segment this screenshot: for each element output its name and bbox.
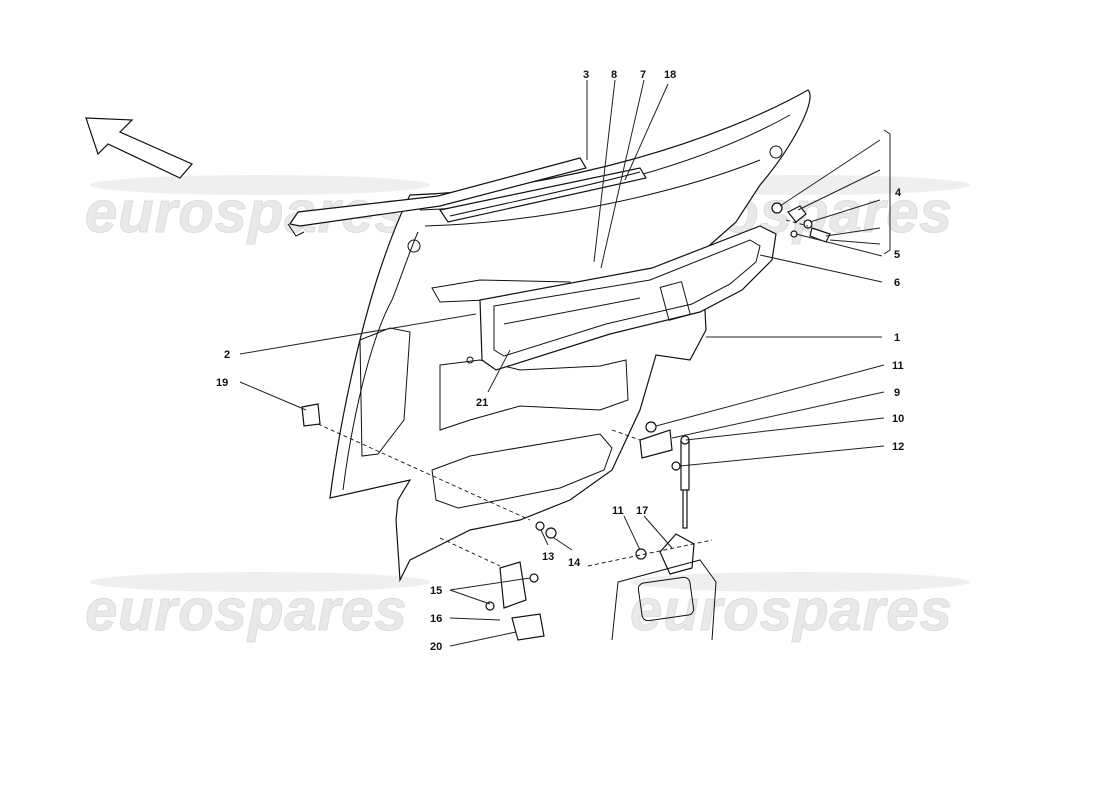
watermark-bottom-right: eurospares: [630, 578, 953, 643]
callout-11-lower: 11: [612, 505, 624, 517]
latch-assembly: [771, 202, 831, 243]
callout-14: 14: [568, 557, 581, 569]
callout-3: 3: [583, 69, 589, 81]
callout-20: 20: [430, 641, 442, 653]
gas-strut: [639, 421, 690, 529]
bracket-4: [883, 129, 891, 255]
callout-6: 6: [894, 277, 900, 289]
callout-labels: 3 8 7 18 4 5 6 1 2 19 11 9 10 12 21 13 1…: [216, 69, 904, 653]
callout-17: 17: [636, 505, 648, 517]
direction-arrow-icon: [85, 117, 193, 179]
callout-11-upper: 11: [892, 360, 904, 372]
inner-trim-frame: [479, 225, 777, 371]
callout-18: 18: [664, 69, 676, 81]
callout-16: 16: [430, 613, 442, 625]
callout-4: 4: [895, 187, 902, 199]
callout-8: 8: [611, 69, 617, 81]
callout-12: 12: [892, 441, 904, 453]
callout-19: 19: [216, 377, 228, 389]
callout-13: 13: [542, 551, 554, 563]
callout-15: 15: [430, 585, 442, 597]
callout-21: 21: [476, 397, 488, 409]
top-strips: [287, 157, 647, 237]
assembly-lines: [317, 219, 809, 567]
watermark-bottom-left: eurospares: [85, 578, 408, 643]
callout-9: 9: [894, 387, 900, 399]
body-pillar: [587, 539, 717, 641]
leader-lines: [239, 79, 885, 647]
callout-5: 5: [894, 249, 900, 261]
callout-7: 7: [640, 69, 646, 81]
callout-1: 1: [894, 332, 900, 344]
callout-10: 10: [892, 413, 904, 425]
callout-2: 2: [224, 349, 230, 361]
